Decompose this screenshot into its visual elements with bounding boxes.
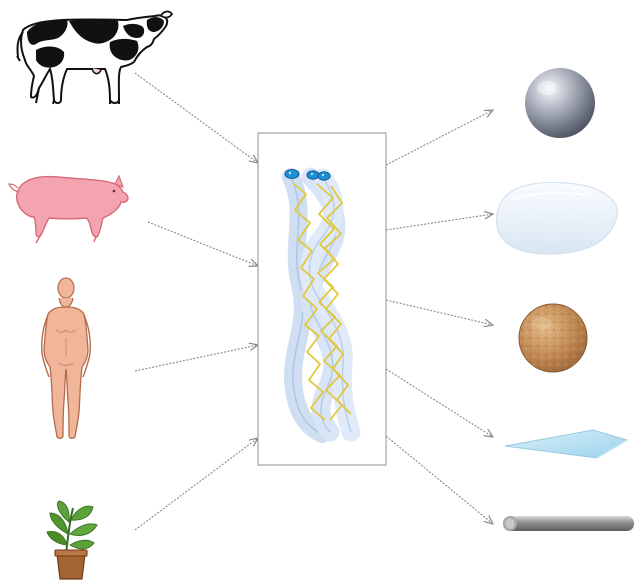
arrow-human-to-center: [135, 345, 258, 371]
arrow-center-to-sphere: [386, 110, 493, 165]
film-sheet-icon: [505, 430, 627, 458]
cow-icon: [17, 12, 172, 104]
pig-icon: [9, 176, 128, 243]
arrow-cow-to-center: [135, 73, 258, 163]
arrow-center-to-bead: [386, 300, 493, 325]
output-arrows: [386, 110, 493, 524]
arrow-center-to-sponge: [386, 214, 493, 230]
sphere-icon: [525, 68, 595, 138]
arrow-pig-to-center: [148, 222, 258, 266]
input-arrows: [135, 73, 258, 530]
rod-icon: [503, 516, 634, 531]
plant-icon: [47, 501, 97, 579]
arrow-plant-to-center: [135, 438, 258, 530]
human-icon: [42, 278, 91, 438]
porous-bead-icon: [519, 304, 587, 372]
arrow-center-to-rod: [386, 436, 493, 524]
arrow-center-to-film: [386, 369, 493, 437]
sponge-icon: [497, 182, 618, 254]
